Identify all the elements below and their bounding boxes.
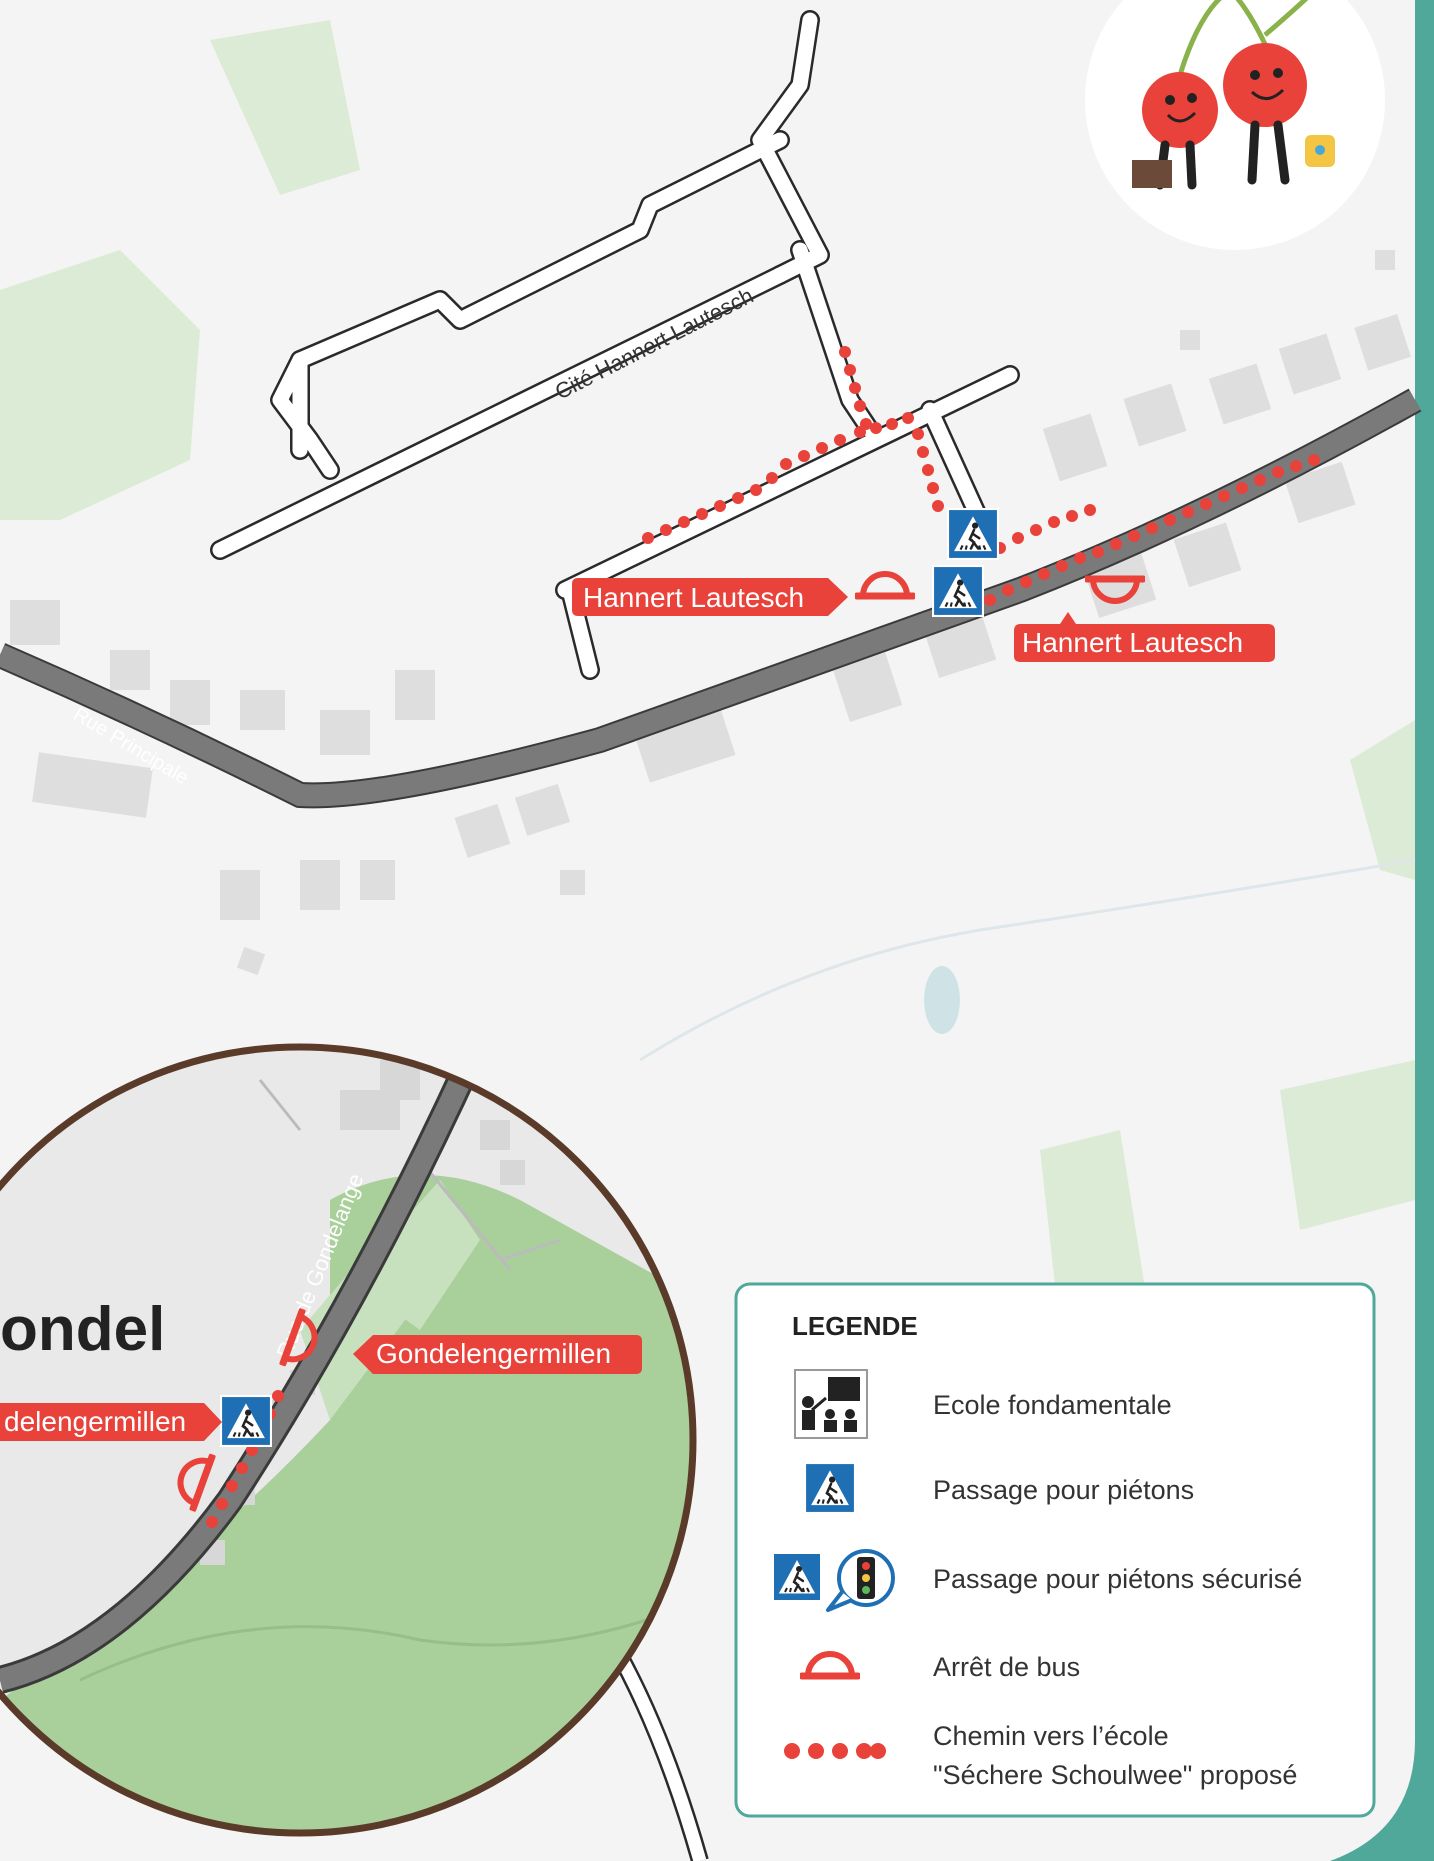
bus-stop-label: Gondelengermillen (353, 1335, 642, 1374)
cherry-mascot-icon (1132, 0, 1335, 190)
legend-title: LEGENDE (792, 1311, 918, 1341)
bus-stop-name: Gondelengermillen (376, 1338, 611, 1369)
legend-label: Ecole fondamentale (933, 1390, 1172, 1420)
bus-stop-name: delengermillen (4, 1406, 186, 1437)
pedestrian-crossing-icon (804, 1462, 856, 1514)
proposed-route-dots (642, 346, 1320, 606)
place-name-partial: ondel (0, 1295, 165, 1364)
mascot-badge (1085, 0, 1385, 250)
pond (924, 966, 960, 1034)
pedestrian-crossing-icon (947, 508, 999, 560)
traffic-light-crossing-icon (772, 1549, 895, 1612)
bus-stop-label: Hannert Lautesch (572, 578, 848, 616)
legend-panel: LEGENDE Ecole fondamentale Passage pour … (734, 1282, 1376, 1818)
legend-label: Passage pour piétons (933, 1475, 1194, 1505)
legend-label: Passage pour piétons sécurisé (933, 1564, 1302, 1594)
bus-stop-label: Hannert Lautesch (1014, 612, 1275, 662)
green-fields (0, 20, 1415, 1330)
legend-label: Arrêt de bus (933, 1652, 1080, 1682)
pedestrian-crossing-icon (220, 1395, 272, 1447)
bus-stop-name: Hannert Lautesch (583, 582, 804, 613)
legend-label: "Séchere Schoulwee" proposé (933, 1760, 1297, 1790)
route-dots-icon (784, 1743, 886, 1759)
pedestrian-crossing-icon (932, 565, 984, 617)
teal-frame (1330, 0, 1434, 1861)
school-icon (794, 1369, 868, 1439)
legend-label: Chemin vers l’école (933, 1721, 1169, 1751)
bus-stop-label: delengermillen (0, 1403, 222, 1441)
bus-stop-name: Hannert Lautesch (1022, 627, 1243, 658)
rue-principale-road (0, 388, 1422, 809)
stream (639, 858, 1416, 1062)
